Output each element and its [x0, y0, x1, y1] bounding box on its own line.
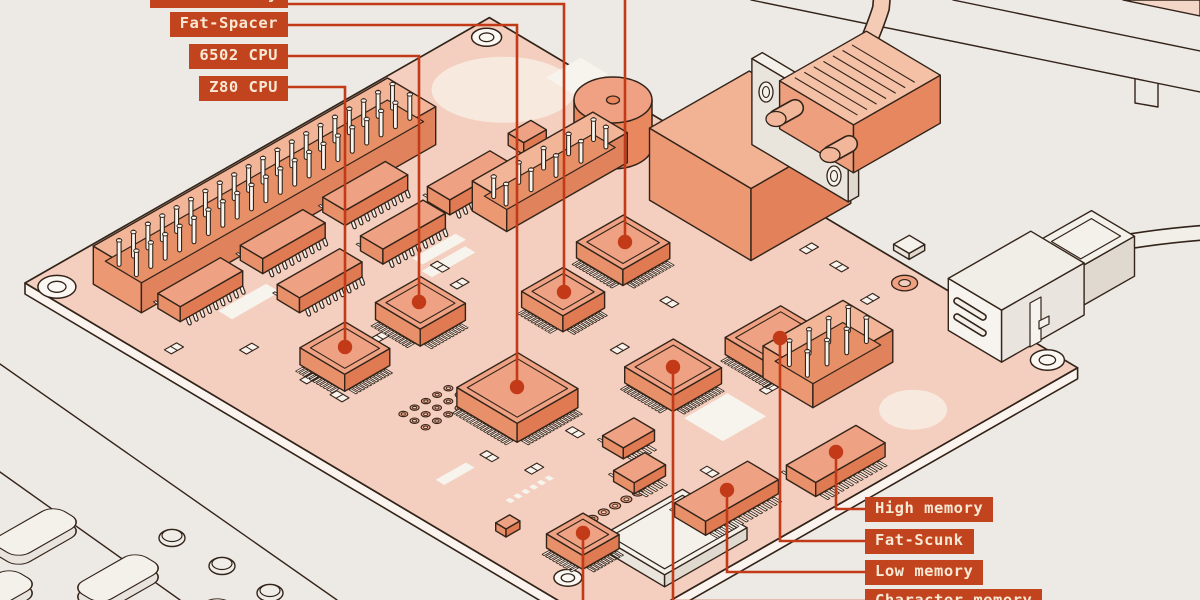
callout-text: Z80 CPU — [209, 78, 278, 96]
callout-label-fat-scunk: Fat-Scunk — [865, 529, 974, 554]
leader-character-memory — [671, 367, 865, 600]
callout-text: Fat-Scunk — [875, 531, 964, 549]
callout-text: High memory — [875, 499, 984, 517]
leader-low-memory-dot — [719, 482, 735, 498]
callout-text: 6502 CPU — [199, 46, 278, 64]
callout-label-z80-cpu: Z80 CPU — [199, 76, 288, 101]
leader-6502-cpu — [288, 54, 421, 302]
callout-label-high-memory: High memory — [865, 497, 994, 522]
callout-label-fat-spacer: Fat-Spacer — [169, 12, 288, 37]
leader-offscreen-top-dot — [617, 234, 633, 250]
callout-text: Character memory — [875, 591, 1033, 600]
callout-text: Low memory — [875, 562, 974, 580]
callout-leader-lines — [288, 0, 865, 600]
leader-video-memory — [288, 2, 566, 292]
leader-high-memory-dot — [828, 444, 844, 460]
leader-fat-scunk-dot — [772, 330, 788, 346]
leader-low-memory — [725, 490, 865, 574]
callout-label-character-memory: Character memory — [865, 589, 1043, 600]
callout-label-video-memory: Video memory — [150, 0, 288, 8]
callout-label-low-memory: Low memory — [865, 560, 984, 585]
leader-offscreen-bottom-dot — [575, 525, 591, 541]
leader-fat-spacer — [288, 23, 519, 387]
leader-6502-cpu-dot — [411, 294, 427, 310]
leader-fat-scunk — [778, 338, 865, 543]
leader-character-memory-dot — [665, 359, 681, 375]
leader-high-memory — [834, 452, 865, 511]
callout-label-6502-cpu: 6502 CPU — [189, 44, 288, 69]
leader-z80-cpu — [288, 85, 347, 347]
callout-text: Video memory — [160, 0, 278, 3]
leader-video-memory-dot — [556, 284, 572, 300]
leader-fat-spacer-dot — [509, 379, 525, 395]
leader-z80-cpu-dot — [337, 339, 353, 355]
callout-text: Fat-Spacer — [179, 14, 278, 32]
